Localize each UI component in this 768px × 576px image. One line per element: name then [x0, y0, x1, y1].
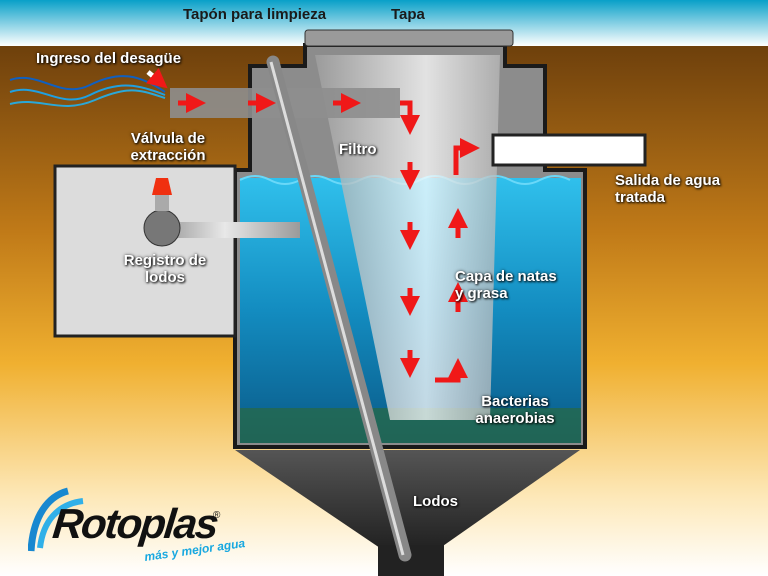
label-bacteria: Bacterias anaerobias	[475, 393, 555, 427]
outlet-pipe	[491, 133, 647, 167]
inlet-wastewater-waves	[9, 75, 166, 107]
sludge-register-box	[53, 164, 237, 338]
label-valve: Válvula de extracción	[130, 130, 206, 164]
lid	[304, 29, 514, 47]
cleaning-pipe-highlight	[269, 61, 405, 556]
valve-cap	[152, 178, 172, 195]
logo-name: Rotoplas	[50, 500, 220, 547]
valve-pipe	[150, 222, 300, 238]
label-filter: Filtro	[339, 141, 377, 158]
label-inlet: Ingreso del desagüe	[36, 50, 182, 67]
sludge-hopper	[235, 450, 580, 548]
valve-stem	[155, 195, 169, 211]
label-sludge-register: Registro de lodos	[123, 252, 207, 286]
label-cleaning-plug: Tapón para limpieza	[183, 6, 327, 23]
flow-arrows	[178, 93, 480, 383]
rotoplas-logo: Rotoplas ® más y mejor agua	[27, 486, 246, 564]
inlet-pointer-arrow	[145, 67, 168, 89]
label-outlet: Salida de agua tratada	[615, 172, 721, 206]
label-sludge: Lodos	[413, 493, 458, 510]
label-scum-layer: Capa de natas y grasa	[455, 268, 557, 302]
water-swoosh-icon	[27, 487, 84, 552]
cleaning-pipe	[266, 55, 412, 562]
logo-registered: ®	[213, 510, 221, 521]
valve-body	[143, 209, 181, 247]
sludge-outlet-tube	[378, 545, 444, 576]
label-lid: Tapa	[391, 6, 425, 23]
